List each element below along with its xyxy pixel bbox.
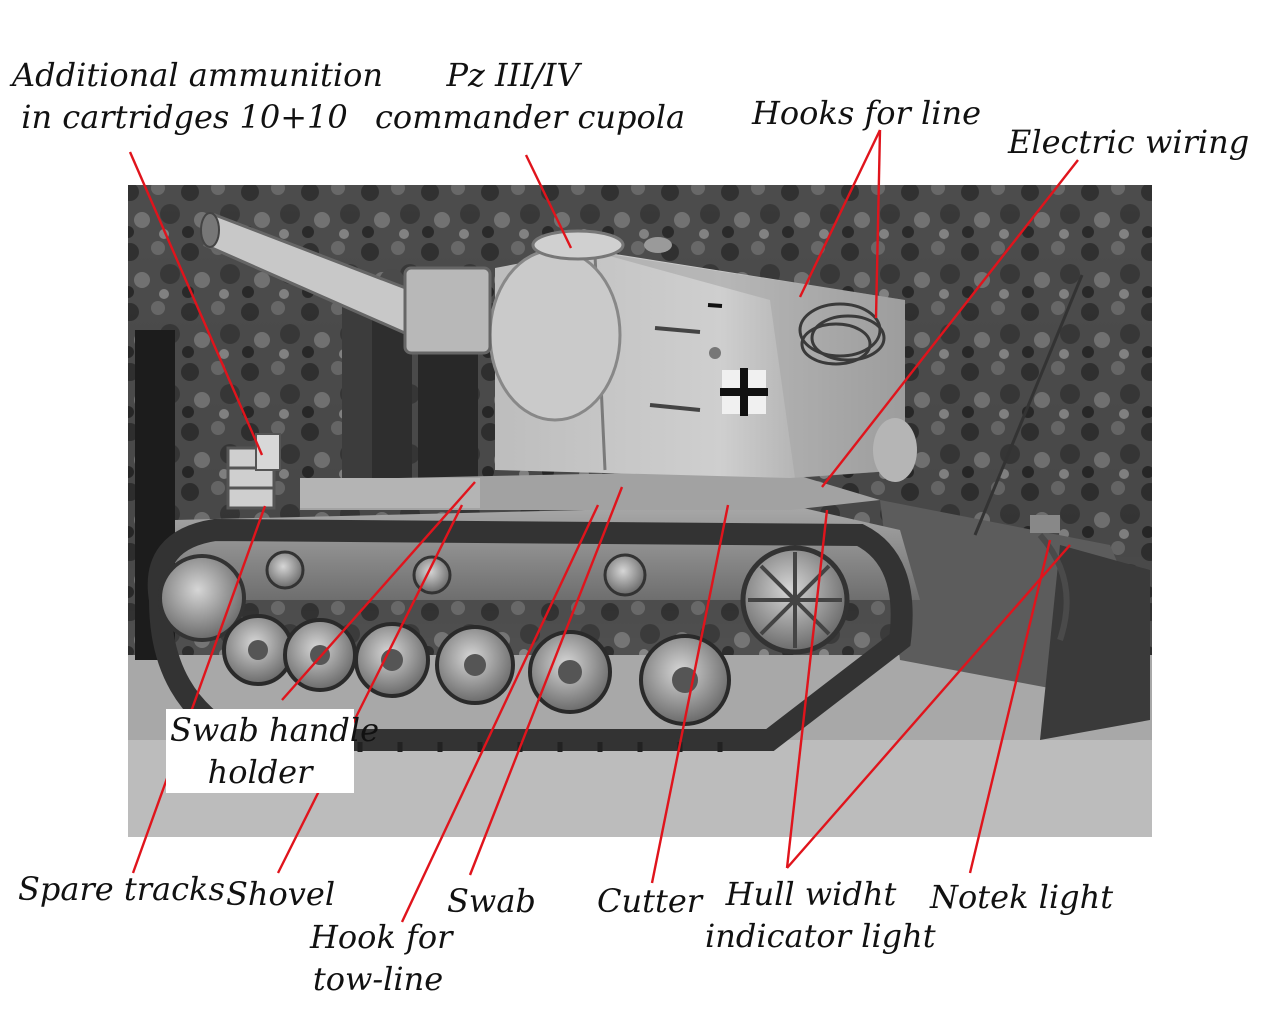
leader-spare-tracks bbox=[131, 505, 267, 874]
label-hooks-line1: Hooks for line bbox=[752, 94, 982, 132]
label-spare-tracks: Spare tracks bbox=[18, 868, 225, 910]
label-shovel-line1: Shovel bbox=[226, 875, 336, 913]
label-hull-light-line2: indicator light bbox=[705, 917, 936, 955]
commander-cupola bbox=[531, 229, 625, 261]
leader-lines bbox=[128, 129, 1079, 923]
label-hull-width-indicator: Hull widht indicator light bbox=[705, 873, 936, 957]
leader-swab-holder bbox=[281, 481, 476, 701]
label-ammunition-line2: in cartridges 10+10 bbox=[21, 98, 348, 136]
road-wheels bbox=[222, 614, 731, 726]
label-hooks-for-line: Hooks for line bbox=[752, 92, 982, 134]
label-hook-tow-line2: tow-line bbox=[312, 960, 444, 998]
leader-hook-tow bbox=[400, 504, 600, 923]
label-shovel: Shovel bbox=[226, 873, 336, 915]
label-swab-holder-line1: Swab handle bbox=[170, 711, 379, 749]
leader-wiring bbox=[821, 159, 1079, 488]
leader-hooks-1 bbox=[798, 129, 882, 298]
label-swab-line1: Swab bbox=[447, 882, 536, 920]
leader-shovel bbox=[276, 504, 464, 874]
label-notek-line1: Notek light bbox=[930, 878, 1114, 916]
leader-cupola bbox=[524, 154, 573, 249]
label-ammunition-line1: Additional ammunition bbox=[12, 56, 383, 94]
coiled-line bbox=[798, 302, 886, 366]
leader-hull-light-2 bbox=[786, 544, 1071, 869]
leader-notek bbox=[968, 539, 1052, 874]
label-hook-for-tow-line: Hook for tow-line bbox=[310, 916, 453, 1000]
antenna bbox=[973, 274, 1084, 536]
label-cutter: Cutter bbox=[597, 880, 703, 922]
leader-hull-light-1 bbox=[785, 509, 829, 869]
label-spare-tracks-line1: Spare tracks bbox=[18, 870, 225, 908]
label-cupola-line1: Pz III/IV bbox=[446, 56, 580, 94]
turret bbox=[488, 229, 917, 482]
label-electric-wiring: Electric wiring bbox=[1008, 121, 1250, 163]
label-ammunition: Additional ammunition in cartridges 10+1… bbox=[12, 54, 383, 138]
leader-swab bbox=[468, 486, 624, 876]
leader-cutter bbox=[650, 504, 730, 884]
label-cutter-line1: Cutter bbox=[597, 882, 703, 920]
gun-mantlet bbox=[488, 248, 622, 422]
label-cupola-line2: commander cupola bbox=[375, 98, 686, 136]
leader-ammo bbox=[128, 151, 264, 456]
label-commander-cupola: Pz III/IV commander cupola bbox=[375, 54, 686, 138]
idler-wheel bbox=[158, 554, 246, 642]
label-swab: Swab bbox=[447, 880, 536, 922]
track bbox=[147, 518, 913, 751]
label-swab-handle-holder: Swab handle holder bbox=[166, 709, 379, 793]
gun-barrel bbox=[200, 212, 492, 355]
label-hook-tow-line1: Hook for bbox=[310, 918, 453, 956]
leader-hooks-2 bbox=[874, 129, 882, 319]
label-notek-light: Notek light bbox=[930, 876, 1114, 918]
cross-insignia bbox=[720, 368, 768, 416]
notek-lamp bbox=[1030, 515, 1060, 533]
label-hull-light-line1: Hull widht bbox=[725, 875, 897, 913]
label-swab-holder-line2: holder bbox=[207, 753, 313, 791]
label-wiring-line1: Electric wiring bbox=[1008, 123, 1250, 161]
spare-tracks-rack bbox=[226, 433, 281, 510]
